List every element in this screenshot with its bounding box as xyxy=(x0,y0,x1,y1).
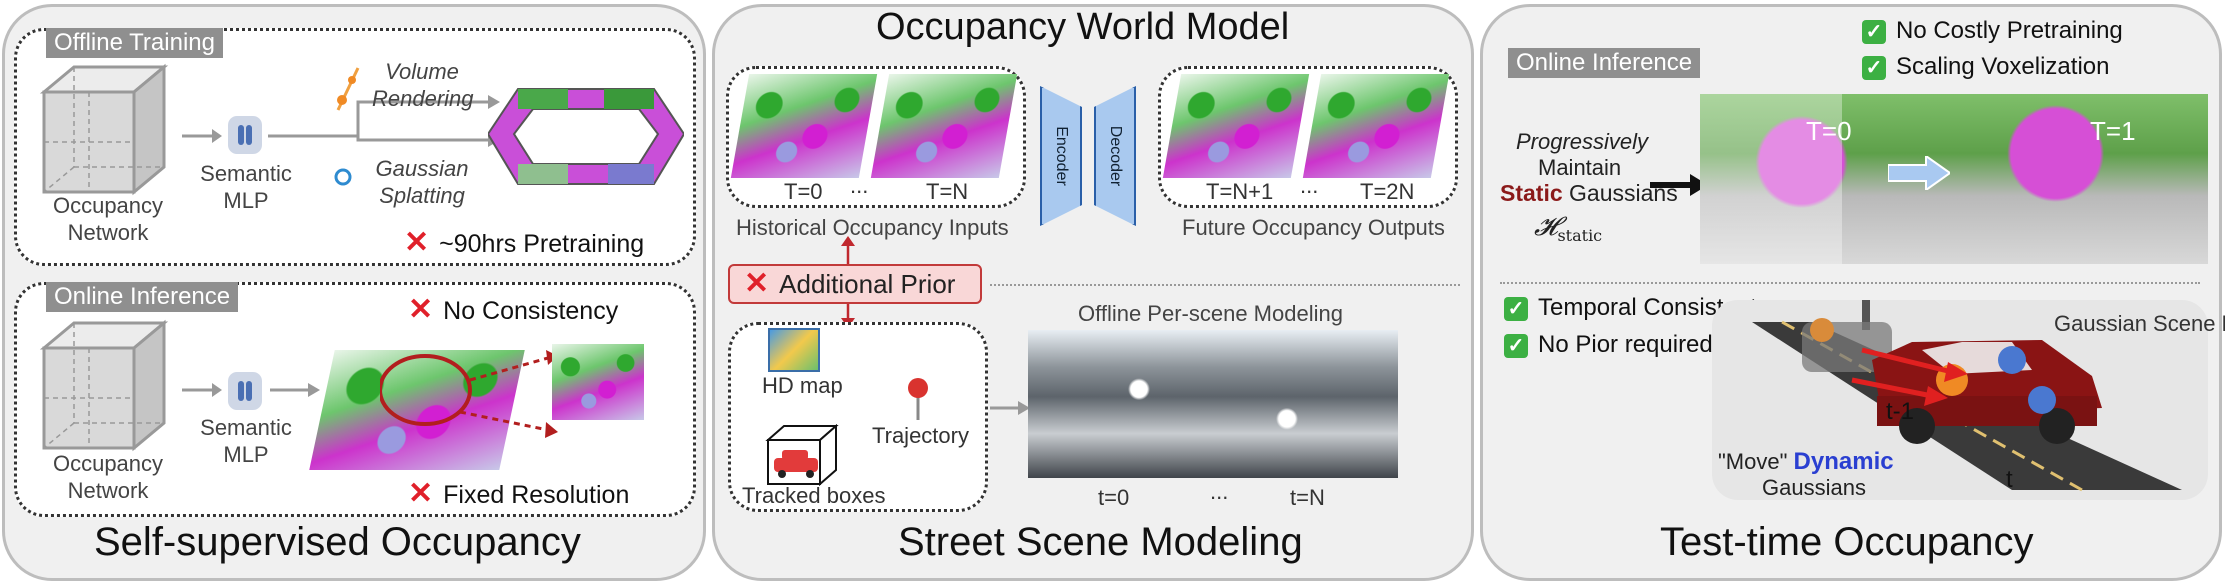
check-text: Scaling Voxelization xyxy=(1896,53,2110,80)
future-outputs-label: Future Occupancy Outputs xyxy=(1182,215,1445,240)
arrow-icon xyxy=(182,129,222,143)
check-icon: ✓ xyxy=(1862,19,1886,44)
encoder-label: Encoder xyxy=(1053,126,1070,186)
cross-icon: ✕ xyxy=(408,293,434,326)
self-supervised-title: Self-supervised Occupancy xyxy=(94,520,581,564)
frame-label-t0: T=0 xyxy=(784,179,823,204)
frame-dots: ... xyxy=(1300,173,1319,198)
check-icon: ✓ xyxy=(1862,55,1886,80)
tracked-box-car-icon xyxy=(765,424,839,486)
historical-inputs-label: Historical Occupancy Inputs xyxy=(736,215,1009,240)
move-dynamic-label: "Move" Dynamic xyxy=(1718,448,1894,476)
gaussian-splatting-label: Gaussian Splatting xyxy=(375,156,469,208)
online-inference-tag: Online Inference xyxy=(1508,48,1701,78)
historical-frame-0 xyxy=(730,74,878,178)
h-symbol: 𝓗 xyxy=(1534,212,1558,242)
time-advance-arrow-icon xyxy=(1888,156,1950,190)
h-static-symbol: 𝓗static xyxy=(1534,212,1602,245)
additional-prior-text: Additional Prior xyxy=(779,269,956,299)
pretraining-text: ~90hrs Pretraining xyxy=(439,230,645,258)
fixed-resolution-bullet: ✕ Fixed Resolution xyxy=(408,476,629,511)
occupancy-network-label: Occupancy Network xyxy=(52,193,164,245)
scene-label-t0: T=0 xyxy=(1806,116,1852,146)
no-costly-pretraining-check: ✓ No Costly Pretraining xyxy=(1862,17,2123,45)
frame-label-tn1: T=N+1 xyxy=(1206,179,1274,204)
no-consistency-text: No Consistency xyxy=(443,297,619,325)
time-label-tn: t=N xyxy=(1290,485,1325,510)
cross-icon: ✕ xyxy=(408,477,434,510)
arrow-icon xyxy=(990,401,1030,415)
test-time-occupancy-title: Test-time Occupancy xyxy=(1660,520,2034,564)
semantic-mlp-icon xyxy=(228,372,262,410)
decoder-block: Decoder xyxy=(1094,86,1136,226)
check-icon: ✓ xyxy=(1504,333,1528,358)
maintain-label: Maintain xyxy=(1538,155,1622,180)
additional-prior-box: ✕ Additional Prior xyxy=(728,264,982,304)
encoder-block: Encoder xyxy=(1040,86,1082,226)
arrow-icon xyxy=(1650,174,1708,196)
volume-rendering-label: Volume Rendering xyxy=(372,59,474,111)
time-label-t: t xyxy=(2006,466,2013,493)
semantic-mlp-label: Semantic MLP xyxy=(200,415,292,467)
trajectory-label: Trajectory xyxy=(872,423,969,448)
time-label-t-minus-1: t-1 xyxy=(1886,398,1915,425)
gaussian-scene-flow-label: Gaussian Scene Flow xyxy=(2054,311,2225,336)
frame-label-tn: T=N xyxy=(926,179,969,204)
scene-label-t1: T=1 xyxy=(2090,116,2136,146)
scaling-voxelization-check: ✓ Scaling Voxelization xyxy=(1862,53,2109,81)
progressively-label: Progressively xyxy=(1516,129,1649,154)
frame-label-t2n: T=2N xyxy=(1360,179,1415,204)
pretraining-bullet: ✕ ~90hrs Pretraining xyxy=(404,225,644,260)
occupancy-network-cube-icon xyxy=(39,63,169,196)
time-label-t0: t=0 xyxy=(1098,485,1130,510)
fixed-resolution-text: Fixed Resolution xyxy=(443,481,630,509)
cross-icon: ✕ xyxy=(404,226,430,259)
no-consistency-bullet: ✕ No Consistency xyxy=(408,292,618,327)
static-gaussian-scene xyxy=(1700,94,2208,264)
check-text: No Pior required xyxy=(1538,331,1713,358)
road-and-cars-illustration xyxy=(1752,300,2182,492)
no-prior-check: ✓ No Pior required xyxy=(1504,331,1713,359)
trajectory-pin-icon xyxy=(908,378,928,420)
zoomed-occupancy-patch xyxy=(552,344,644,420)
offline-training-tag: Offline Training xyxy=(46,28,223,58)
street-scene-pointcloud xyxy=(1028,330,1398,478)
occupancy-network-cube-icon xyxy=(39,319,169,452)
historical-frame-n xyxy=(870,74,1018,178)
arrow-icon xyxy=(270,383,320,397)
static-word: Static xyxy=(1500,180,1563,206)
future-frame-2n xyxy=(1302,74,1450,178)
occupancy-world-model-title: Occupancy World Model xyxy=(876,6,1290,48)
street-scene-modeling-title: Street Scene Modeling xyxy=(898,520,1303,564)
rendered-views-hexagon xyxy=(488,88,684,185)
time-dots: ... xyxy=(1210,479,1229,504)
frame-dots: ... xyxy=(850,173,869,198)
divider-line xyxy=(1500,282,2200,284)
occupancy-network-label: Occupancy Network xyxy=(52,451,164,503)
dynamic-word: Dynamic xyxy=(1793,448,1894,475)
hd-map-icon xyxy=(768,328,820,372)
check-text: No Costly Pretraining xyxy=(1896,17,2123,44)
online-inference-tag: Online Inference xyxy=(46,282,239,312)
hd-map-label: HD map xyxy=(762,373,843,398)
check-icon: ✓ xyxy=(1504,296,1528,321)
offline-modeling-label: Offline Per-scene Modeling xyxy=(1078,301,1343,326)
cross-icon: ✕ xyxy=(744,267,770,300)
zoom-arrows-icon xyxy=(380,350,558,438)
semantic-mlp-label: Semantic MLP xyxy=(200,161,292,213)
divider-line xyxy=(990,284,1460,286)
decoder-label: Decoder xyxy=(1107,125,1124,187)
future-frame-n1 xyxy=(1162,74,1310,178)
dynamic-gaussians-label: Gaussians xyxy=(1762,475,1866,500)
arrow-icon xyxy=(182,383,222,397)
h-subscript: static xyxy=(1557,226,1603,246)
tracked-boxes-label: Tracked boxes xyxy=(742,483,886,508)
move-word: "Move" xyxy=(1718,449,1788,474)
semantic-mlp-icon xyxy=(228,116,262,154)
